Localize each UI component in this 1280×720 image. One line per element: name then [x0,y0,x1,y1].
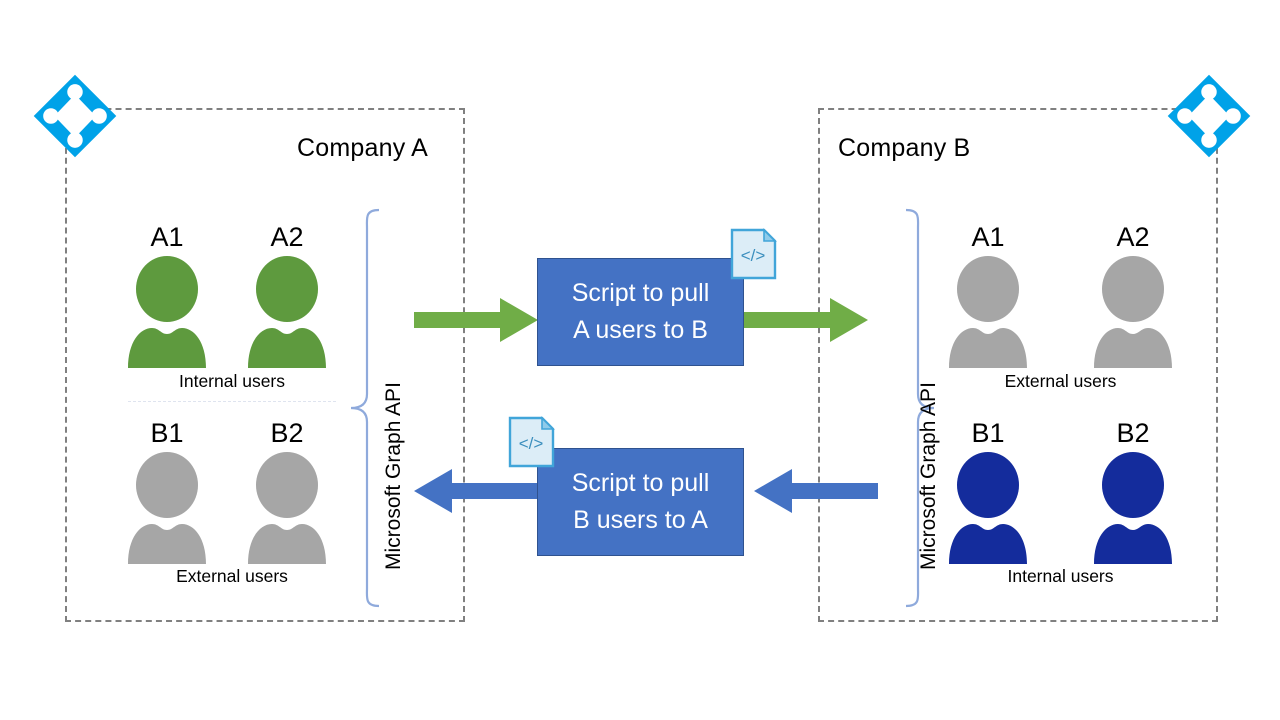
user-tag-a1-internal: A1 [150,222,184,252]
user-figure-a2-external [1092,256,1174,368]
script-a-to-b-line1: Script to pull [571,279,710,307]
code-file-icon: </> [730,228,777,280]
user-tag-a2-external: A2 [1116,222,1150,252]
arrow-script-to-a [412,465,538,517]
caption-internal-users-b: Internal users [1007,566,1114,586]
user-figure-b1-external [126,452,208,564]
user-figure-b2-internal [1092,452,1174,564]
user-tag-b2-external: B2 [270,418,304,448]
company-a-boundary [65,108,465,622]
script-box-a-to-b[interactable]: Script to pull A users to B [537,258,744,366]
caption-external-users-a: External users [176,566,288,586]
arrow-b-to-script [752,465,878,517]
user-figure-a2-internal [246,256,328,368]
user-figure-b1-internal [947,452,1029,564]
microsoft-graph-api-brace-b [880,208,940,608]
graph-api-label-b: Microsoft Graph API [917,382,940,570]
company-a-section-divider [128,401,336,402]
user-tag-a1-external: A1 [971,222,1005,252]
user-tag-a2-internal: A2 [270,222,304,252]
user-figure-a1-external [947,256,1029,368]
code-file-glyph: </> [741,246,766,265]
user-tag-b1-external: B1 [150,418,184,448]
user-figure-b2-external [246,452,328,564]
user-figure-a1-internal [126,256,208,368]
graph-api-label-a: Microsoft Graph API [382,382,405,570]
user-tag-b1-internal: B1 [971,418,1005,448]
azure-active-directory-icon [32,73,118,159]
microsoft-graph-api-brace-a [345,208,405,608]
user-tag-b2-internal: B2 [1116,418,1150,448]
script-b-to-a-line1: Script to pull [571,469,710,497]
azure-active-directory-icon [1166,73,1252,159]
caption-internal-users-a: Internal users [178,371,286,391]
script-box-b-to-a[interactable]: Script to pull B users to A [537,448,744,556]
company-a-label: Company A [297,134,429,162]
script-b-to-a-line2: B users to A [573,506,708,534]
caption-external-users-b: External users [1004,371,1117,391]
company-b-boundary [818,108,1218,622]
arrow-a-to-script [414,294,540,346]
code-file-glyph: </> [519,434,544,453]
script-a-to-b-line2: A users to B [573,316,708,344]
arrow-script-to-b [744,294,870,346]
code-file-icon: </> [508,416,555,468]
company-b-label: Company B [838,134,971,162]
